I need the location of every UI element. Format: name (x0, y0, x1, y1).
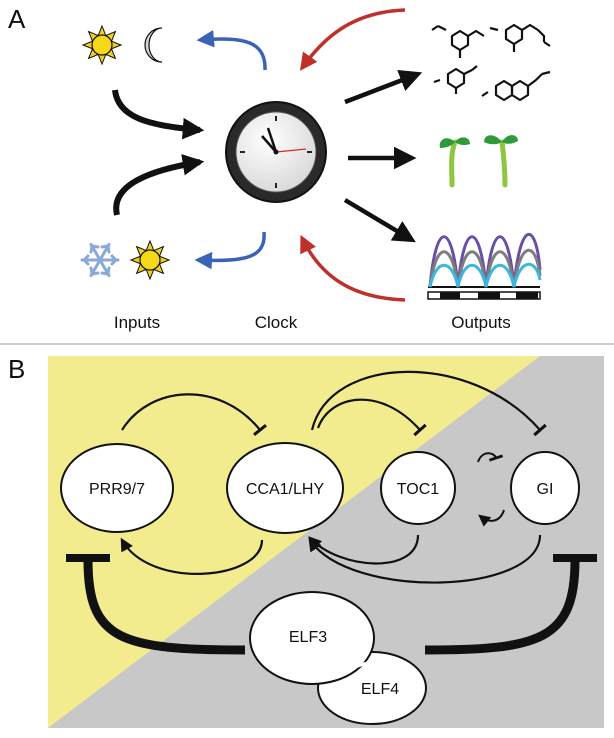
panel-b-letter: B (8, 354, 25, 384)
node-cca1-lhy-label: CCA1/LHY (246, 481, 325, 498)
node-elf3-elf4: ELF3 ELF4 (249, 591, 427, 725)
seedling-icon (439, 135, 518, 188)
clock-label: Clock (255, 313, 298, 332)
clock-icon (225, 101, 327, 203)
node-prr97: PRR9/7 (60, 443, 174, 533)
output-arrow-molecules (344, 69, 423, 105)
red-arrow-top (299, 8, 406, 71)
inhibit-cca-to-toc1 (316, 398, 427, 437)
panel-a-letter: A (8, 4, 26, 34)
inhibit-cca-to-gi (310, 370, 547, 437)
inhibit-elf-to-gi (424, 559, 580, 655)
snowflake-icon (80, 242, 120, 278)
node-toc1-label: TOC1 (397, 481, 439, 498)
activate-gi-to-cca (308, 534, 542, 584)
node-elf3-label: ELF3 (289, 629, 327, 646)
sun-icon (82, 25, 122, 65)
toc1-gi-activate-loop (478, 509, 505, 527)
rhythm-waves-icon (427, 233, 542, 300)
inhibit-prr-to-cca (121, 393, 267, 437)
output-arrow-rhythms (343, 198, 416, 243)
node-gi: GI (510, 451, 580, 525)
inhibit-elf-to-prr (83, 559, 246, 655)
input-arrow-bottom (113, 154, 205, 216)
day-background (48, 356, 540, 728)
blue-arrow-bottom (194, 231, 266, 270)
node-elf4-label: ELF4 (361, 681, 399, 698)
input-arrow-top (112, 89, 205, 140)
panel-b: B PRR9/7 CCA1/LHY TOC1 (8, 354, 604, 728)
blue-arrow-top (196, 30, 267, 71)
node-prr97-label: PRR9/7 (89, 481, 145, 498)
inputs-label: Inputs (114, 313, 160, 332)
node-gi-label: GI (537, 481, 554, 498)
activate-toc1-to-cca (308, 534, 420, 565)
node-toc1: TOC1 (380, 451, 456, 525)
toc1-gi-inhibit-loop (477, 452, 504, 463)
sun-icon-bottom (130, 240, 170, 280)
red-arrow-bottom (300, 234, 406, 302)
activate-cca-to-prr (120, 537, 264, 575)
panel-a: A (8, 4, 551, 332)
moon-icon (144, 27, 163, 63)
outputs-label: Outputs (451, 313, 511, 332)
node-cca1-lhy: CCA1/LHY (226, 442, 344, 534)
molecule-icon (431, 23, 551, 102)
